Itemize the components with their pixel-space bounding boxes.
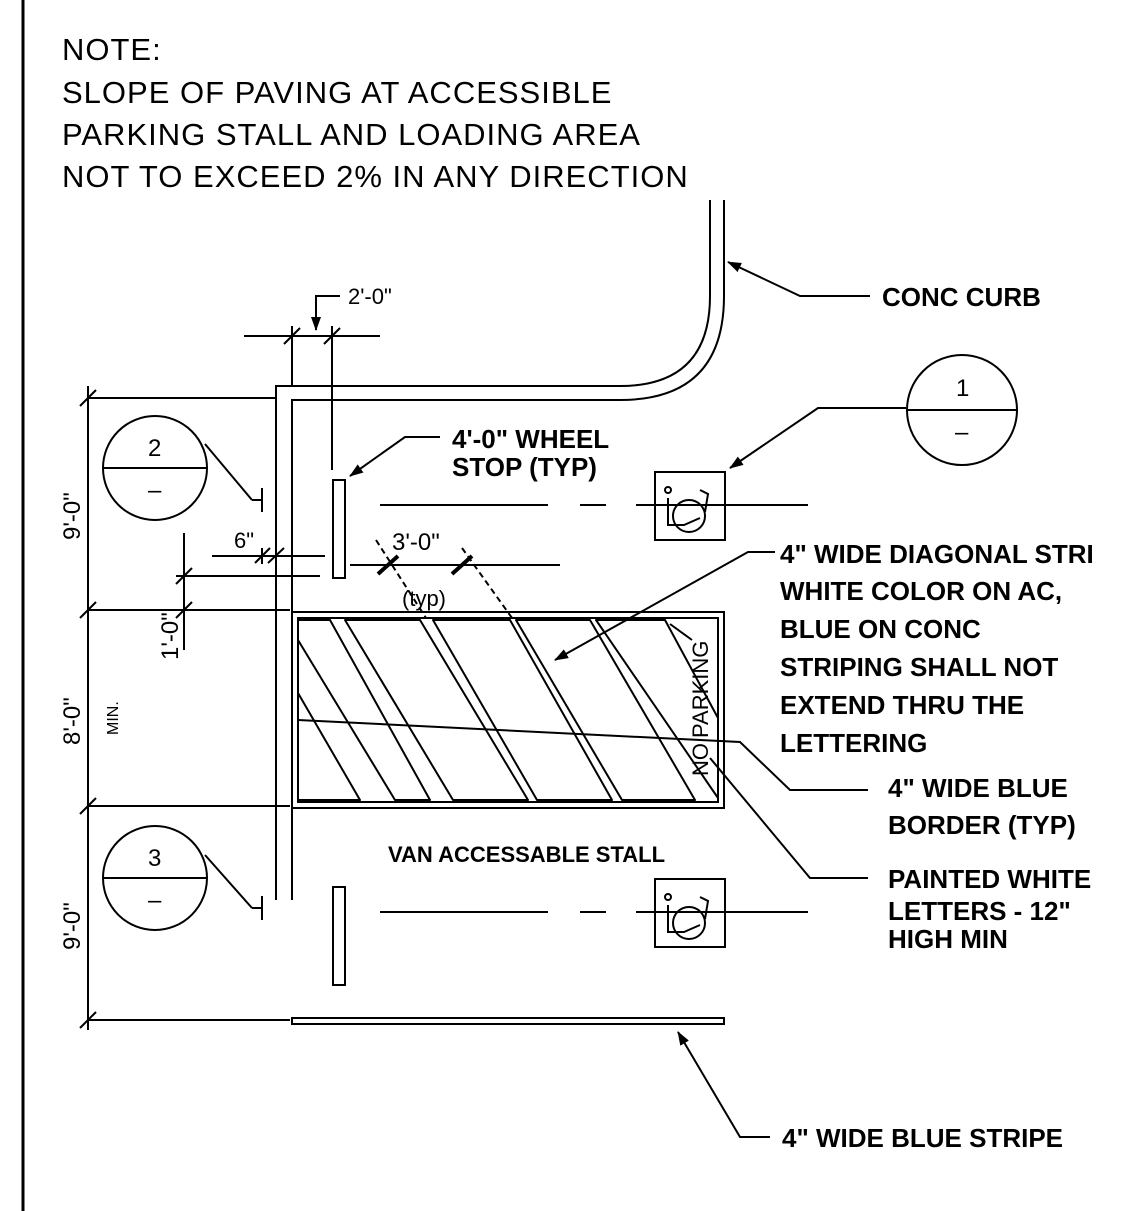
label-border-1: 4" WIDE BLUE bbox=[888, 773, 1068, 803]
parking-label: PARKING bbox=[688, 641, 713, 738]
wheel-stop-bottom bbox=[332, 886, 346, 986]
leaders bbox=[297, 261, 870, 1138]
dim-2ft-lines bbox=[244, 295, 380, 470]
stall-lines bbox=[88, 397, 290, 1021]
wheel-stop-top bbox=[332, 479, 346, 579]
callout-1 bbox=[906, 354, 1018, 466]
dim-1ft-lines bbox=[175, 533, 320, 650]
concrete-curb bbox=[275, 200, 725, 900]
dim-typ: (typ) bbox=[402, 586, 446, 611]
dim-1ft: 1'-0" bbox=[157, 612, 184, 660]
label-wheel-stop-1: 4'-0" WHEEL bbox=[452, 424, 609, 454]
dim-3ft-lines bbox=[350, 539, 560, 619]
label-conc-curb: CONC CURB bbox=[882, 282, 1041, 312]
label-blue-stripe: 4" WIDE BLUE STRIPE bbox=[782, 1123, 1063, 1153]
callout-1-number: 1 bbox=[956, 375, 969, 402]
blue-stripe bbox=[291, 1017, 725, 1025]
callout-1-leader bbox=[729, 407, 906, 469]
label-wheel-stop-2: STOP (TYP) bbox=[452, 452, 597, 482]
callout-3 bbox=[102, 825, 263, 931]
label-painted-1: PAINTED WHITE bbox=[888, 864, 1091, 894]
note-line-2: PARKING STALL AND LOADING AREA bbox=[62, 117, 641, 152]
dim-2ft: 2'-0" bbox=[348, 284, 392, 309]
dim-9ft-bottom: 9'-0" bbox=[59, 902, 86, 950]
callout-3-sheet: – bbox=[148, 887, 162, 914]
label-border-2: BORDER (TYP) bbox=[888, 810, 1076, 840]
dim-9ft-top: 9'-0" bbox=[59, 492, 86, 540]
label-painted-3: HIGH MIN bbox=[888, 924, 1008, 954]
label-van-stall: VAN ACCESSABLE STALL bbox=[388, 842, 665, 867]
callout-2-sheet: – bbox=[148, 477, 162, 504]
dim-6in-lines bbox=[212, 547, 325, 564]
note-line-1: SLOPE OF PAVING AT ACCESSIBLE bbox=[62, 75, 612, 110]
accessible-symbol-bottom bbox=[654, 878, 726, 948]
label-diagonal-1: 4" WIDE DIAGONAL STRI bbox=[780, 539, 1094, 569]
dim-min: MIN. bbox=[105, 701, 122, 735]
callout-1-sheet: – bbox=[955, 419, 969, 446]
label-painted-2: LETTERS - 12" bbox=[888, 896, 1071, 926]
label-diagonal-4: STRIPING SHALL NOT bbox=[780, 652, 1058, 682]
label-diagonal-2: WHITE COLOR ON AC, bbox=[780, 576, 1062, 606]
dim-3ft: 3'-0" bbox=[392, 529, 440, 556]
dim-8ft: 8'-0" bbox=[59, 697, 86, 745]
label-diagonal-3: BLUE ON CONC bbox=[780, 614, 981, 644]
callout-2 bbox=[102, 415, 263, 521]
note-line-3: NOT TO EXCEED 2% IN ANY DIRECTION bbox=[62, 159, 689, 194]
callout-3-number: 3 bbox=[148, 845, 161, 872]
callout-2-number: 2 bbox=[148, 435, 161, 462]
dim-6in: 6" bbox=[234, 528, 254, 553]
label-diagonal-6: LETTERING bbox=[780, 728, 927, 758]
no-label: NO bbox=[688, 743, 713, 776]
label-diagonal-5: EXTEND THRU THE bbox=[780, 690, 1024, 720]
note-heading: NOTE: bbox=[62, 32, 162, 67]
diagonal-stripes bbox=[297, 619, 719, 801]
accessible-symbol-top bbox=[654, 471, 726, 541]
vertical-dimension bbox=[79, 386, 97, 1030]
stall-center-lines bbox=[380, 504, 808, 913]
